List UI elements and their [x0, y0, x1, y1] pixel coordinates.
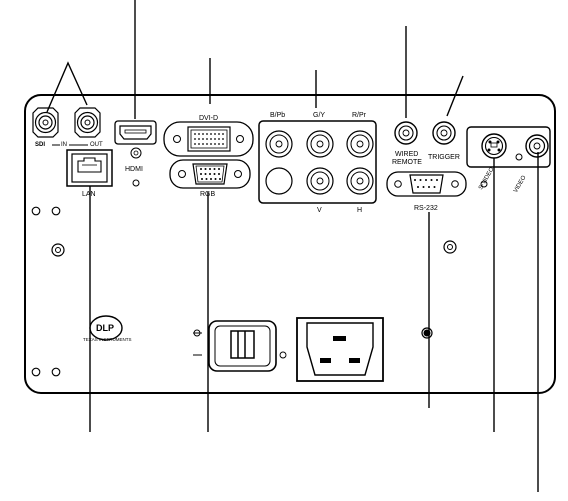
dvi-d-connector [163, 121, 254, 157]
rs232-pin [422, 186, 425, 188]
dvi-pin [206, 138, 208, 140]
rs232-pins [414, 179, 438, 188]
dlp-logo [89, 315, 123, 341]
vga-pin [213, 173, 216, 175]
sdi-label: SDI [35, 142, 46, 148]
power-switch [193, 320, 287, 372]
dvi-pin [222, 143, 224, 145]
video-block [466, 126, 551, 188]
s-video-jack [481, 133, 507, 159]
wired-label: WIRED [395, 151, 419, 158]
vga-pin [204, 173, 207, 175]
rs232-pin [433, 186, 436, 188]
vga-pin [219, 178, 221, 180]
rgb-connector [169, 159, 251, 189]
lan-label: LAN [82, 191, 96, 198]
callout-lines [46, 0, 539, 492]
dvi-d-pins [194, 133, 224, 145]
vga-pin [205, 178, 208, 180]
vga-pin [209, 173, 211, 175]
screw-holes [31, 206, 61, 377]
vga-pin [218, 168, 220, 170]
vga-pin [201, 178, 203, 180]
dvi-pin [206, 143, 208, 145]
rs232-pin [417, 186, 419, 188]
dvi-pin [218, 133, 220, 135]
remote-label: REMOTE [392, 159, 422, 166]
rs232-pin [428, 186, 430, 188]
sdi-out-label: OUT [90, 142, 103, 148]
vga-pin [210, 178, 212, 180]
dvi-pin [214, 133, 216, 135]
dvi-pin [202, 133, 204, 135]
vga-pin [200, 173, 202, 175]
dvi-pin [222, 138, 224, 140]
dvi-pin [218, 138, 220, 140]
b-pb-label: B/Pb [270, 112, 286, 119]
panel-outline [24, 94, 556, 394]
component-block [258, 120, 377, 204]
dvi-pin [194, 133, 196, 135]
g-y-label: G/Y [313, 112, 326, 119]
dvi-pin [194, 138, 196, 140]
trigger-jack [432, 121, 456, 145]
dvi-pin [214, 143, 216, 145]
dvi-d-label: DVI-D [199, 115, 219, 122]
video-jack [525, 134, 549, 158]
dvi-pin [218, 143, 220, 145]
r-pr-label: R/Pr [352, 112, 366, 119]
dvi-pin [202, 138, 204, 140]
hdmi-label: HDMI [125, 166, 143, 173]
rs232-pin [419, 179, 422, 181]
wired-remote-jack [394, 121, 418, 145]
ac-power-inlet [296, 317, 384, 382]
rgb-label: RGB [200, 191, 216, 198]
v-label: V [317, 207, 322, 214]
sdi-in-label: IN [61, 142, 67, 148]
callout-trigger [446, 75, 464, 117]
vga-pin [213, 168, 216, 170]
vga-pin [218, 173, 220, 175]
vga-pin [214, 178, 217, 180]
rs232-pin [425, 179, 427, 181]
mounting-boss-right [443, 240, 457, 254]
dvi-pin [194, 143, 196, 145]
vga-pin [200, 168, 202, 170]
rgb-pins [200, 168, 221, 180]
dvi-pin [198, 143, 200, 145]
dvi-pin [202, 143, 204, 145]
dvi-pin [206, 133, 208, 135]
rs232-label: RS-232 [414, 205, 438, 212]
dlp-logo-text: DLP [96, 323, 114, 333]
h-label: H [357, 207, 363, 214]
rs232-pin [436, 179, 438, 181]
dvi-pin [222, 133, 224, 135]
vga-pin [209, 168, 211, 170]
mounting-boss-left [51, 243, 65, 257]
dvi-pin [198, 133, 200, 135]
dvi-pin [210, 138, 212, 140]
vga-pin [204, 168, 207, 170]
sdi-out-connector [74, 107, 101, 138]
dlp-texas-instruments: TEXAS INSTRUMENTS [83, 337, 132, 342]
dvi-pin [210, 133, 212, 135]
lan-connector [66, 149, 113, 187]
dvi-pin [214, 138, 216, 140]
callout-sdi [46, 61, 88, 113]
hdmi-connector [114, 120, 157, 187]
rs232-pin [430, 179, 433, 181]
rs232-pin [414, 179, 416, 181]
mounting-boss-center [421, 327, 433, 339]
sdi-in-connector [32, 107, 59, 138]
trigger-label: TRIGGER [428, 154, 460, 161]
dvi-pin [198, 138, 200, 140]
rs232-connector [386, 171, 467, 197]
dvi-pin [210, 143, 212, 145]
